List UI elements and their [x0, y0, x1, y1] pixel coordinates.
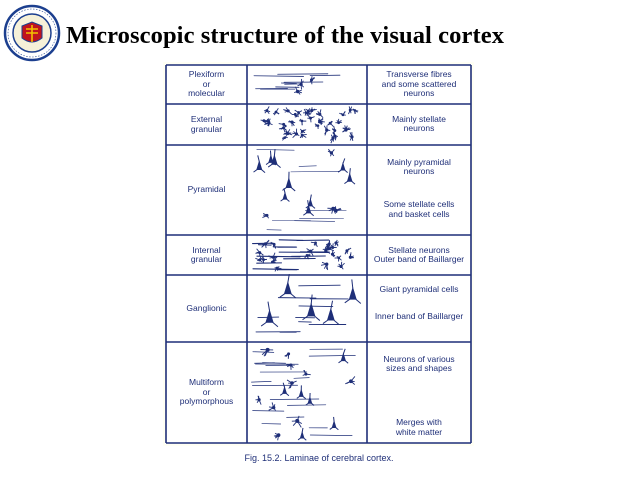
layer-name-line: molecular	[188, 88, 225, 99]
layer-name-line: or	[202, 78, 211, 89]
layer-note-line: neurons	[403, 123, 435, 134]
layer-name-line: or	[202, 386, 211, 397]
layer-note: Giant pyramidal cells	[367, 284, 471, 295]
layer-name-line: Ganglionic	[186, 302, 227, 313]
layer-row	[166, 65, 471, 104]
layer-note-line: Giant pyramidal cells	[379, 284, 459, 295]
layer-name: Pyramidal	[166, 145, 247, 235]
layer-note-line: Mainly pyramidal	[387, 157, 451, 168]
layer-name-line: External	[190, 114, 223, 125]
layer-name-line: granular	[190, 123, 223, 134]
layer-note-line: sizes and shapes	[386, 363, 452, 374]
layer-note-line: neurons	[403, 166, 435, 177]
layer-name-line: granular	[190, 254, 223, 264]
layer-note-line: Mainly stellate	[392, 114, 446, 125]
university-seal-icon	[3, 4, 61, 62]
layer-note-line: and basket cells	[388, 208, 450, 219]
layer-row	[166, 235, 471, 275]
layer-name-line: Pyramidal	[187, 184, 226, 195]
layer-note-line: Outer band of Baillarger	[373, 253, 465, 264]
layer-note-line: Transverse fibres	[386, 69, 452, 80]
layer-name-line: Plexiform	[188, 69, 225, 80]
layer-note-line: white matter	[395, 426, 443, 437]
layer-note: Inner band of Baillarger	[367, 311, 471, 322]
layer-row	[166, 275, 471, 342]
layer-row	[166, 145, 471, 235]
layer-row	[166, 342, 471, 443]
layer-note-line: Neurons of various	[383, 353, 455, 364]
layer-note-line: Stellate neurons	[388, 244, 450, 255]
layer-name-line: Internal	[192, 244, 221, 255]
figure-caption: Fig. 15.2. Laminae of cerebral cortex.	[244, 453, 394, 463]
slide-title: Microscopic structure of the visual cort…	[66, 22, 505, 49]
layer-name: Ganglionic	[166, 275, 247, 342]
layer-name-line: polymorphous	[179, 396, 234, 407]
layer-name-line: Multiform	[189, 377, 224, 388]
layer-note-line: Merges with	[396, 417, 442, 428]
layer-note-line: and some scattered	[381, 78, 457, 89]
layer-note-line: Inner band of Baillarger	[374, 310, 464, 321]
laminae-table-grid	[165, 64, 472, 444]
layer-note-line: neurons	[403, 88, 435, 99]
layer-note-line: Some stellate cells	[383, 199, 455, 210]
